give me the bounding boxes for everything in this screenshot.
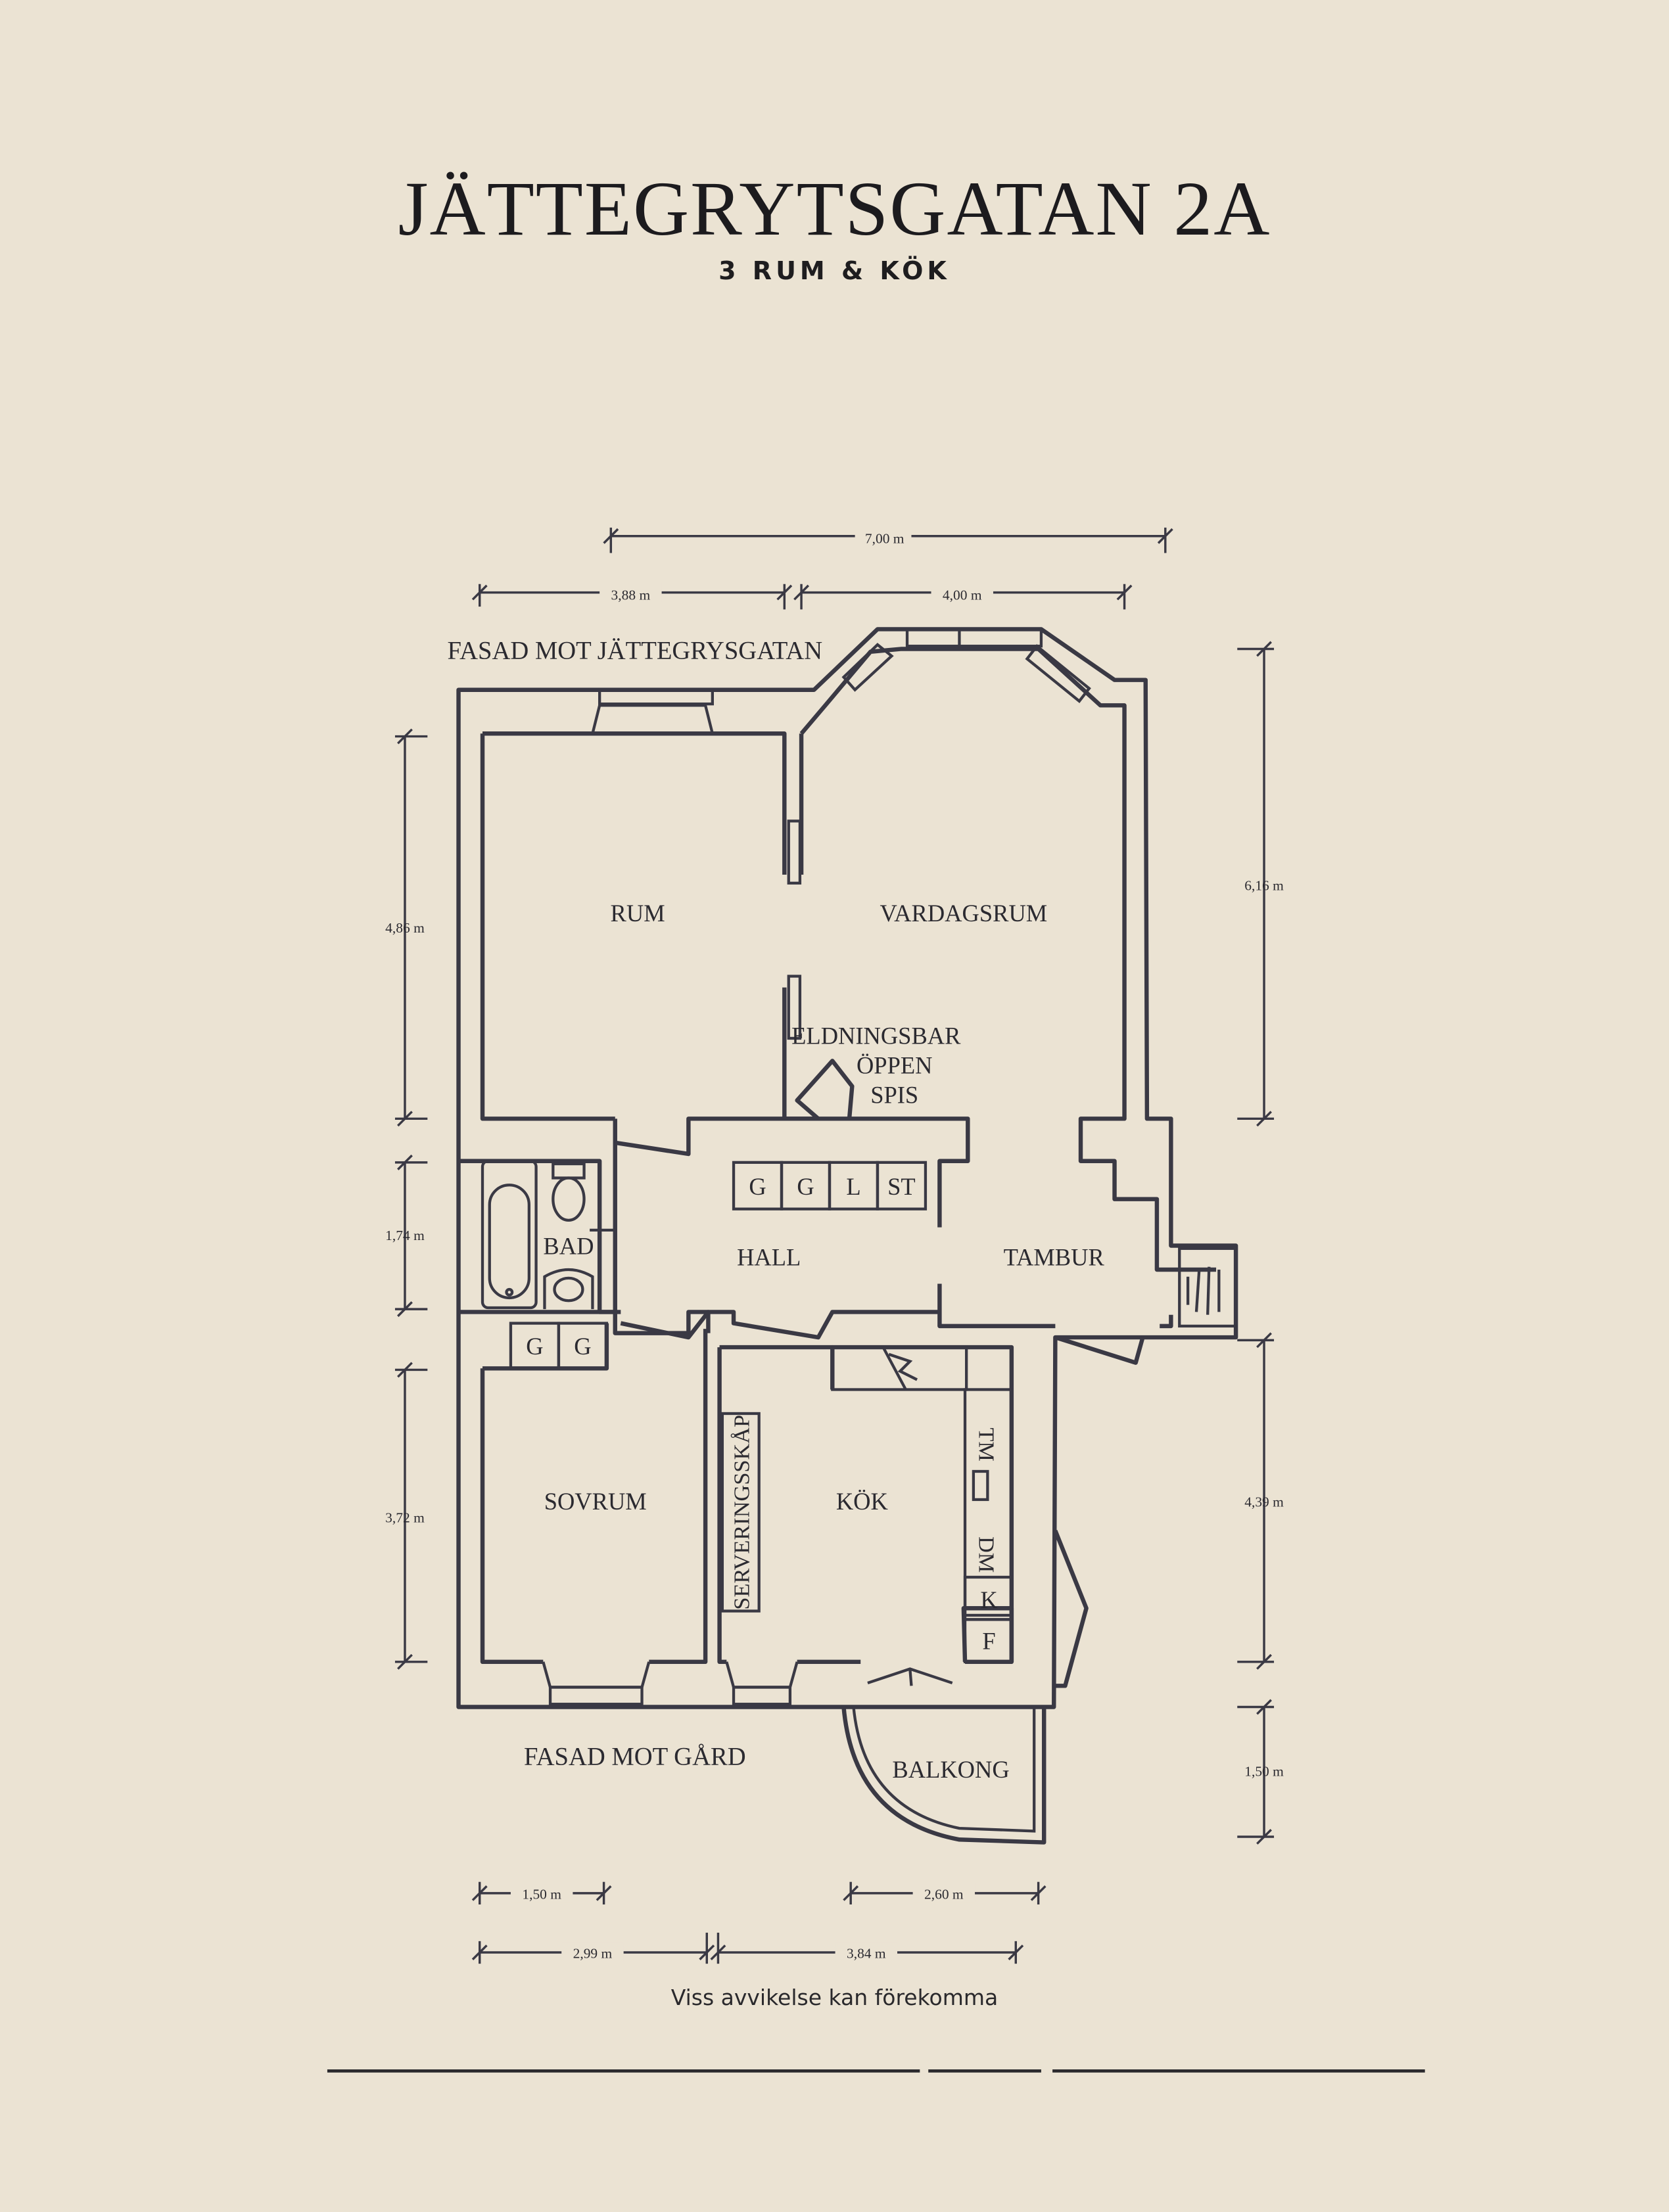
bedroom-cabinets — [509, 1322, 609, 1370]
room-bad: BAD — [543, 1232, 594, 1259]
hall-cabinet-3: L — [846, 1173, 860, 1200]
room-vardagsrum: VARDAGSRUM — [880, 900, 1048, 927]
room-tambur: TAMBUR — [1004, 1244, 1105, 1271]
room-balkong: BALKONG — [892, 1756, 1009, 1783]
f-label: F — [982, 1627, 995, 1654]
disclaimer-text: Viss avvikelse kan förekomma — [670, 1985, 999, 2010]
room-hall: HALL — [737, 1244, 801, 1271]
page-subtitle: 3 RUM & KÖK — [718, 256, 951, 285]
facade-street-label: FASAD MOT JÄTTEGRYSGATAN — [448, 637, 823, 664]
dim-left-middle: 1,74 m — [385, 1228, 425, 1243]
dim-right-upper: 6,16 m — [1244, 878, 1284, 894]
dimension-labels: 7,00 m 3,88 m 4,00 m 4,86 m 1,74 m 3,72 … — [385, 526, 1284, 1963]
bedroom-cabinet-2: G — [574, 1333, 591, 1360]
dim-left-upper: 4,86 m — [385, 920, 425, 936]
dim-bottom-small-left: 1,50 m — [522, 1886, 561, 1902]
fireplace-label-1: ELDNINGSBAR — [791, 1023, 961, 1049]
tm-label: TM — [974, 1427, 999, 1462]
dim-top-left: 3,88 m — [611, 587, 651, 603]
dim-bottom-balcony: 2,60 m — [924, 1886, 964, 1902]
toilet-icon — [552, 1162, 586, 1222]
dim-top-right: 4,00 m — [943, 587, 982, 603]
hall-cabinet-2: G — [797, 1173, 814, 1200]
facade-yard-label: FASAD MOT GÅRD — [524, 1743, 746, 1770]
dim-left-lower: 3,72 m — [385, 1509, 425, 1525]
fireplace-label-2: ÖPPEN — [857, 1052, 933, 1079]
fireplace-label-3: SPIS — [870, 1082, 918, 1109]
hall-cabinet-1: G — [749, 1173, 766, 1200]
dim-bottom-right: 3,84 m — [847, 1946, 886, 1962]
dim-right-balcony: 1,50 m — [1244, 1764, 1284, 1780]
bedroom-cabinet-1: G — [526, 1333, 543, 1360]
room-sovrum: SOVRUM — [544, 1488, 647, 1515]
room-labels: FASAD MOT JÄTTEGRYSGATAN FASAD MOT GÅRD … — [448, 637, 1105, 1782]
serveringsskap-cabinet — [720, 1412, 761, 1613]
bathtub-icon — [481, 1159, 538, 1310]
serveringsskap-label: SERVERINGSSKÅP — [730, 1415, 755, 1610]
room-rum: RUM — [611, 900, 665, 927]
sink-icon — [543, 1268, 594, 1310]
fixture-labels: G G L ST G G SERVERINGSSKÅP TM DM K F — [526, 1173, 999, 1654]
hall-cabinet-4: ST — [887, 1173, 916, 1200]
dim-total-width: 7,00 m — [865, 530, 905, 546]
dim-right-lower: 4,39 m — [1244, 1494, 1284, 1510]
page-title: JÄTTEGRYTSGATAN 2A — [398, 166, 1271, 252]
hall-cabinets — [732, 1161, 928, 1210]
dim-bottom-left: 2,99 m — [573, 1946, 613, 1962]
dm-label: DM — [974, 1536, 999, 1573]
k-label: K — [980, 1586, 997, 1613]
room-kok: KÖK — [836, 1488, 888, 1515]
